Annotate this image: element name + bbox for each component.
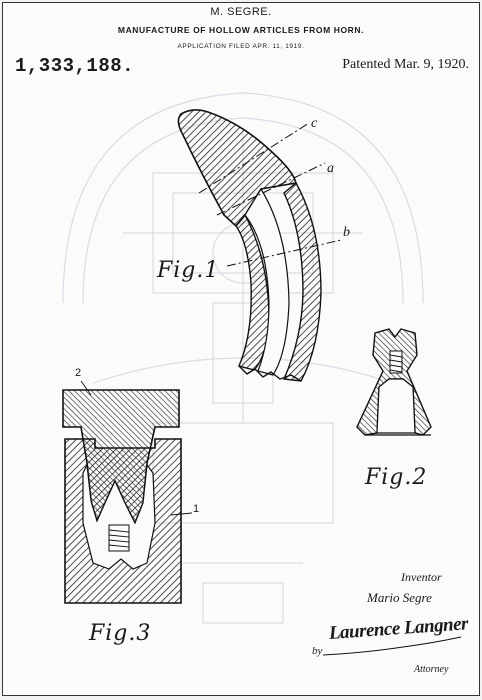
reference-letter-c: c (311, 116, 318, 131)
patent-number: 1,333,188. (15, 55, 135, 77)
figure-1-label: Fig.1 (157, 258, 220, 283)
signature-flourish (322, 636, 462, 656)
patent-date: Patented Mar. 9, 1920. (342, 57, 469, 72)
header-filed-date: APPLICATION FILED APR. 11, 1919. (177, 43, 305, 50)
patent-drawings (62, 109, 462, 656)
inventor-label: Inventor (401, 570, 442, 584)
figure-1-horn-drawing (177, 109, 342, 382)
header-inventor: M. SEGRE. (210, 6, 272, 18)
figure-2-cap-drawing (356, 328, 432, 436)
reference-letter-b: b (343, 225, 350, 240)
reference-letter-a: a (327, 161, 334, 176)
inventor-name: Mario Segre (367, 590, 432, 605)
attorney-by-label: by (312, 645, 323, 657)
reference-number-1: 1 (193, 503, 200, 515)
header-title: MANUFACTURE OF HOLLOW ARTICLES FROM HORN… (117, 25, 365, 35)
reference-number-2: 2 (75, 367, 82, 379)
attorney-label: Attorney (414, 664, 449, 675)
figure-3-mould-drawing (62, 380, 193, 604)
figure-3-label: Fig.3 (89, 621, 152, 646)
figure-2-label: Fig.2 (365, 465, 428, 490)
